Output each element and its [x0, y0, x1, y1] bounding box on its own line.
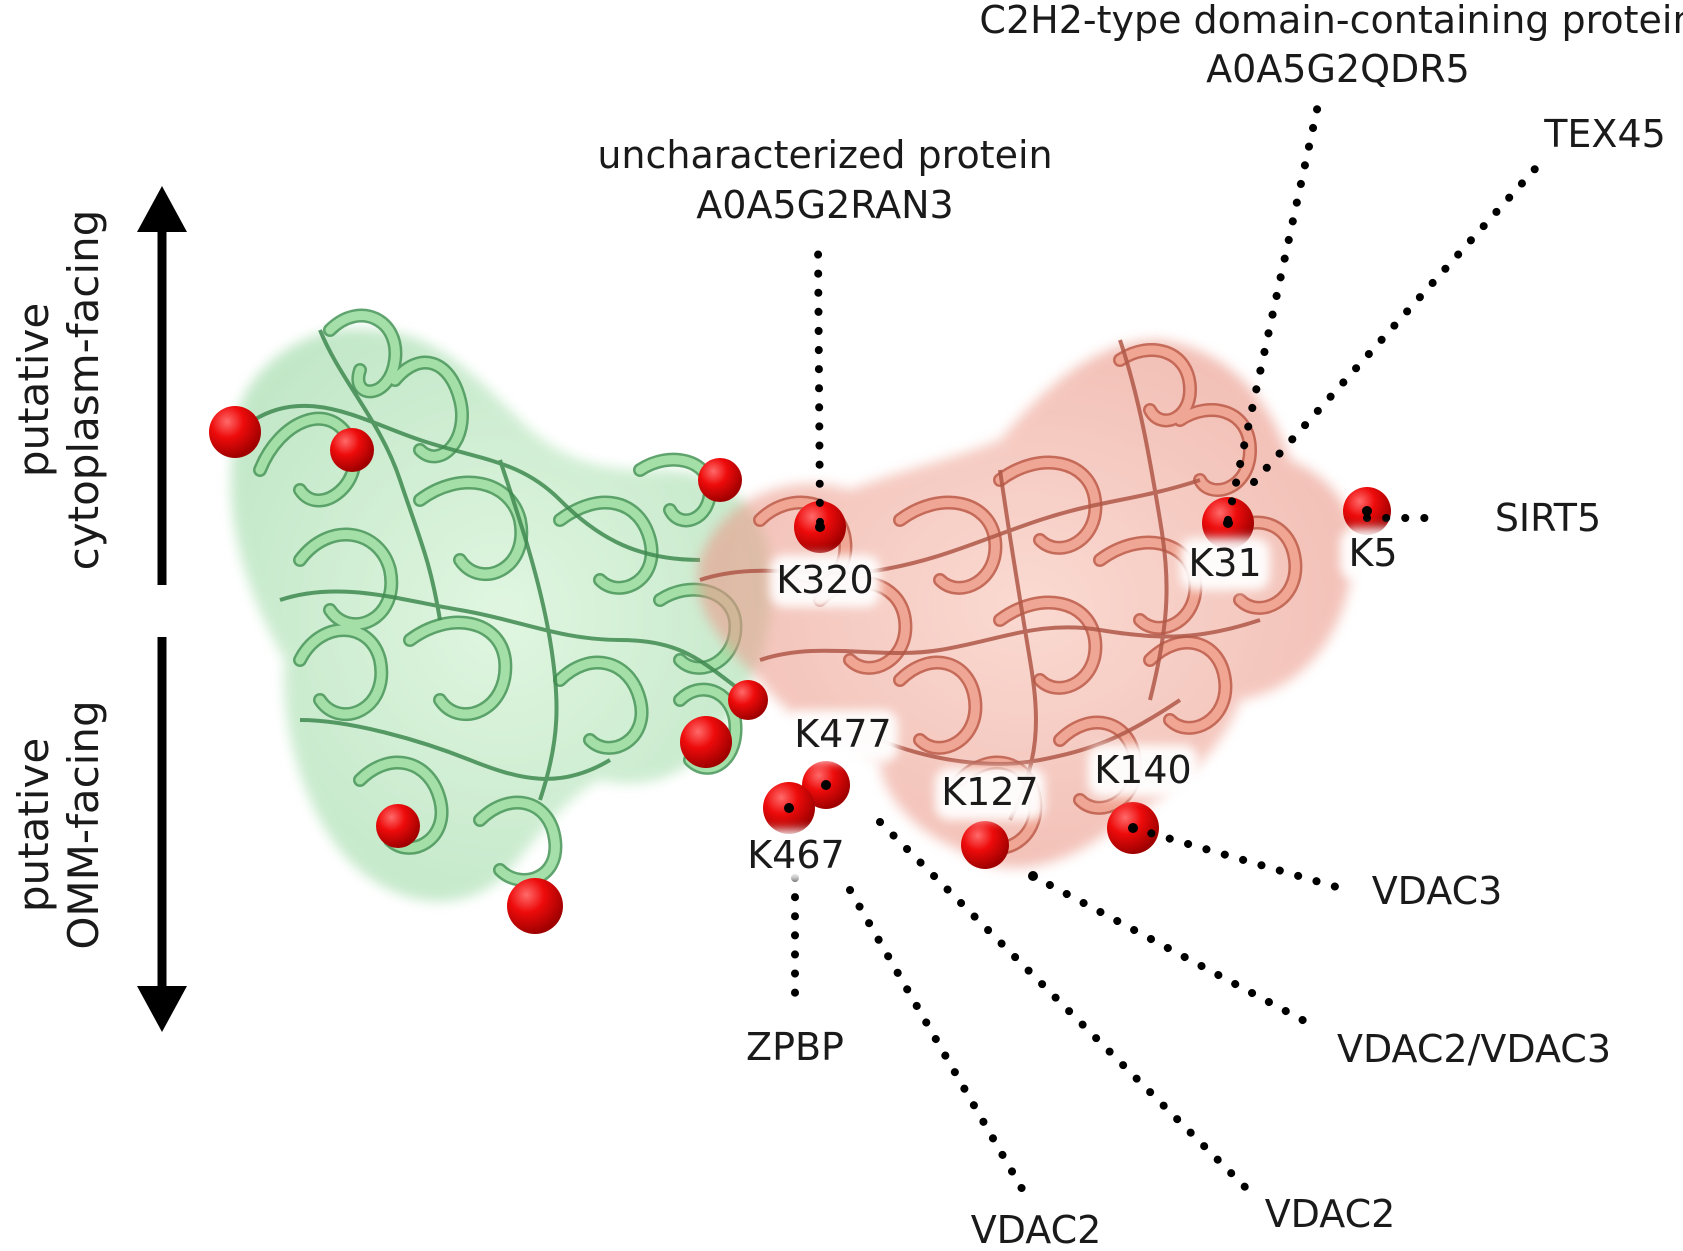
site-ball-k127: [961, 821, 1009, 869]
partner-sirt5: SIRT5: [1495, 496, 1601, 540]
leader-k127: [1029, 872, 1314, 1028]
leader-tex45: [1250, 156, 1547, 486]
residue-k320-label: K320: [776, 558, 873, 602]
partner-c2h2-line1: C2H2-type domain-containing protein: [979, 0, 1683, 42]
leader-k31: [1224, 101, 1322, 524]
residue-k5-label: K5: [1348, 531, 1397, 575]
site-ball-green-1: [209, 406, 261, 458]
residue-labels: K320 K31 K5 K477 K127 K140 K467: [742, 528, 1406, 882]
leader-k140: [1129, 824, 1344, 892]
partner-unchar-line2: A0A5G2RAN3: [696, 183, 953, 227]
up-label-line1: putative: [9, 303, 58, 477]
down-label-line1: putative: [9, 738, 58, 912]
site-ball-green-5: [680, 716, 732, 768]
down-label-line2: OMM-facing: [59, 700, 108, 949]
up-arrow-head: [137, 186, 187, 232]
residue-k127-label: K127: [941, 770, 1038, 814]
down-arrow-head: [137, 986, 187, 1032]
up-label-line2: cytoplasm-facing: [59, 210, 108, 571]
residue-k477-label: K477: [794, 712, 891, 756]
leader-lines: [791, 101, 1547, 1198]
leader-k320: [814, 240, 824, 526]
partner-zpbp: ZPBP: [746, 1025, 844, 1069]
residue-k31-label: K31: [1188, 541, 1261, 585]
partner-vdac2-vdac3: VDAC2/VDAC3: [1337, 1027, 1611, 1071]
partner-unchar-line1: uncharacterized protein: [597, 133, 1052, 177]
site-ball-green-4: [728, 680, 768, 720]
partner-tex45: TEX45: [1543, 112, 1666, 156]
site-ball-green-6: [376, 804, 420, 848]
green-protomer: [231, 308, 773, 902]
site-ball-green-3: [698, 458, 742, 502]
partner-vdac2-b: VDAC2: [1265, 1192, 1396, 1236]
residue-k467-label: K467: [747, 833, 844, 877]
site-ball-green-2: [330, 428, 374, 472]
site-ball-green-7: [507, 878, 563, 934]
residue-k140-label: K140: [1094, 748, 1191, 792]
orientation-arrows: [137, 186, 187, 1032]
leader-k467b: [846, 886, 1029, 1198]
partner-vdac3: VDAC3: [1372, 869, 1503, 913]
partner-labels: C2H2-type domain-containing protein A0A5…: [597, 0, 1683, 1251]
partner-vdac2-a: VDAC2: [971, 1208, 1102, 1246]
partner-c2h2-line2: A0A5G2QDR5: [1206, 47, 1470, 91]
orientation-labels: putative cytoplasm-facing putative OMM-f…: [9, 210, 108, 950]
leader-k477: [876, 818, 1252, 1194]
